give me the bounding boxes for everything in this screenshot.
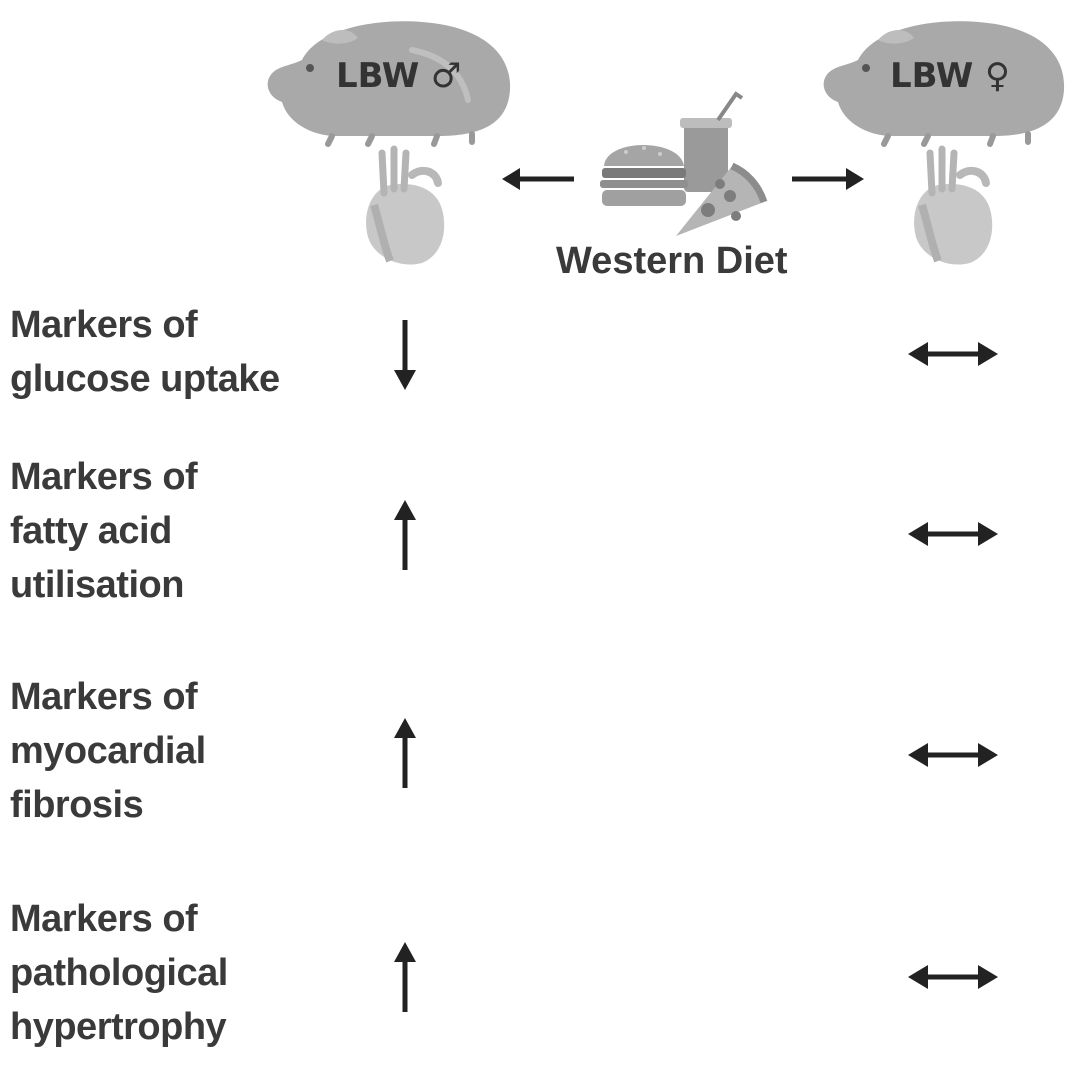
western-diet-food-icon [600,91,768,236]
row-label-line: hypertrophy [10,1006,227,1048]
row-label-line: Markers of [10,898,198,940]
arrow-bidirectional-icon [908,522,998,546]
heart-male-icon [366,145,445,265]
row-label-line: Markers of [10,676,198,718]
arrow-up-icon [394,500,416,570]
row-label-line: Markers of [10,456,198,498]
row-label-fatty-acid-utilisation: Markers of fatty acid utilisation [10,450,198,612]
female-group-label: LBW ♀ [890,56,1010,96]
arrow-right-to-female-icon [792,168,864,190]
western-diet-label: Western Diet [556,240,788,282]
row-label-line: pathological [10,952,228,994]
row-label-line: myocardial [10,730,206,772]
arrow-left-to-male-icon [502,168,574,190]
row-label-line: Markers of [10,304,198,346]
guinea-pig-female-icon [823,21,1065,147]
arrow-up-icon [394,718,416,788]
male-group-label: LBW ♂ [336,56,462,96]
row-label-glucose-uptake: Markers of glucose uptake [10,298,280,406]
guinea-pig-male-icon [267,21,511,147]
row-label-pathological-hypertrophy: Markers of pathological hypertrophy [10,892,228,1054]
arrow-down-icon [394,320,416,390]
row-label-line: utilisation [10,564,184,606]
row-label-line: fibrosis [10,784,144,826]
heart-female-icon [914,145,993,265]
arrow-bidirectional-icon [908,965,998,989]
row-label-line: fatty acid [10,510,172,552]
arrow-bidirectional-icon [908,743,998,767]
row-label-myocardial-fibrosis: Markers of myocardial fibrosis [10,670,206,832]
row-label-line: glucose uptake [10,358,280,400]
arrow-up-icon [394,942,416,1012]
arrow-bidirectional-icon [908,342,998,366]
